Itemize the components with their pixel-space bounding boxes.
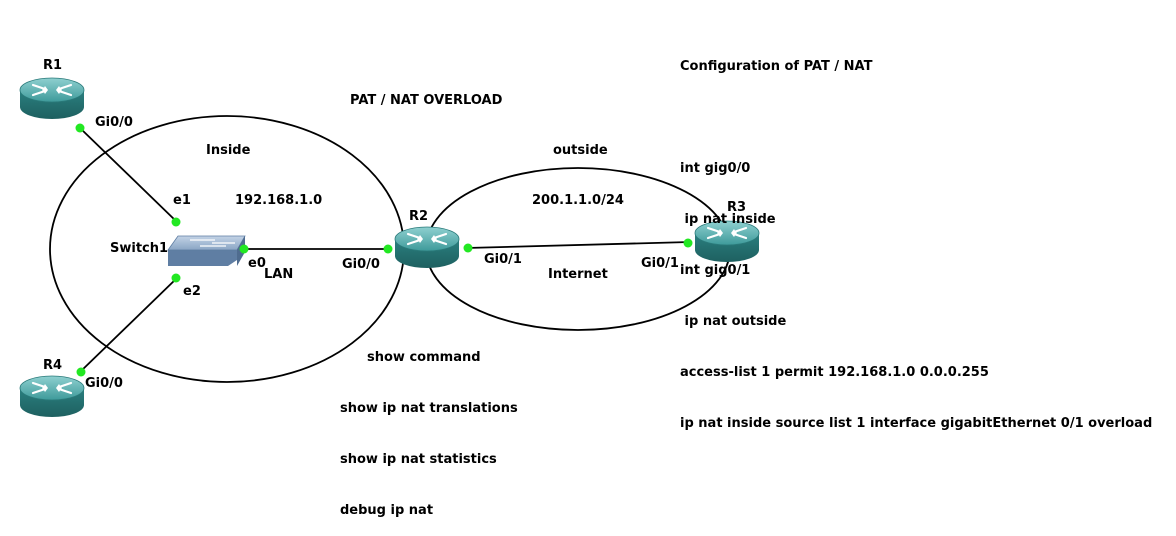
show-commands-block: show ip nat translations show ip nat sta… <box>340 366 518 536</box>
switch-e0-dot <box>239 244 249 254</box>
switch1-label: Switch1 <box>110 241 169 256</box>
r1-label: R1 <box>43 58 63 73</box>
r3-gi01-label: Gi0/1 <box>641 256 679 271</box>
r2-label: R2 <box>409 209 429 224</box>
config-line: int gig0/0 <box>680 161 751 176</box>
outside-network-label: 200.1.1.0/24 <box>532 193 624 208</box>
internet-label: Internet <box>548 267 608 282</box>
r2-gi01-label: Gi0/1 <box>484 252 522 267</box>
switch-e1-dot <box>171 217 181 227</box>
show-line: show ip nat translations <box>340 401 518 416</box>
r2-gi00-label: Gi0/0 <box>342 257 380 272</box>
config-line: access-list 1 permit 192.168.1.0 0.0.0.2… <box>680 365 989 380</box>
inside-zone-label: Inside <box>206 143 251 158</box>
router-r4-icon[interactable] <box>19 374 85 419</box>
network-diagram <box>19 76 760 419</box>
r4-gi00-label: Gi0/0 <box>85 376 123 391</box>
show-line: show ip nat statistics <box>340 452 497 467</box>
switch-e0-label: e0 <box>248 256 266 271</box>
r2-gi01-dot <box>463 243 473 253</box>
router-r2-icon[interactable] <box>394 225 460 270</box>
r3-label: R3 <box>727 200 747 215</box>
switch-e2-dot <box>171 273 181 283</box>
r3-gi01-dot <box>683 238 693 248</box>
link-r2-r3 <box>465 241 691 249</box>
r1-gi00-label: Gi0/0 <box>95 115 133 130</box>
switch-e2-label: e2 <box>183 284 201 299</box>
switch-e1-label: e1 <box>173 193 191 208</box>
switch1-icon[interactable] <box>167 235 246 266</box>
link-r4-switch <box>79 277 178 373</box>
diagram-title: PAT / NAT OVERLOAD <box>350 93 503 108</box>
r4-gi00-dot <box>76 367 86 377</box>
config-heading: Configuration of PAT / NAT <box>680 59 873 74</box>
config-line: ip nat outside <box>680 314 787 329</box>
lan-label: LAN <box>264 267 294 282</box>
config-line: int gig0/1 <box>680 263 751 278</box>
router-r1-icon[interactable] <box>19 76 85 121</box>
outside-zone-label: outside <box>553 143 608 158</box>
r4-label: R4 <box>43 358 63 373</box>
show-line: debug ip nat <box>340 503 434 518</box>
config-block: Configuration of PAT / NAT int gig0/0 ip… <box>680 24 1152 449</box>
config-line: ip nat inside <box>680 212 776 227</box>
r2-gi00-dot <box>383 244 393 254</box>
show-heading: show command <box>367 350 481 365</box>
link-r1-switch <box>79 127 178 223</box>
config-line: ip nat inside source list 1 interface gi… <box>680 416 1153 431</box>
inside-network-label: 192.168.1.0 <box>235 193 323 208</box>
r1-gi00-dot <box>75 123 85 133</box>
